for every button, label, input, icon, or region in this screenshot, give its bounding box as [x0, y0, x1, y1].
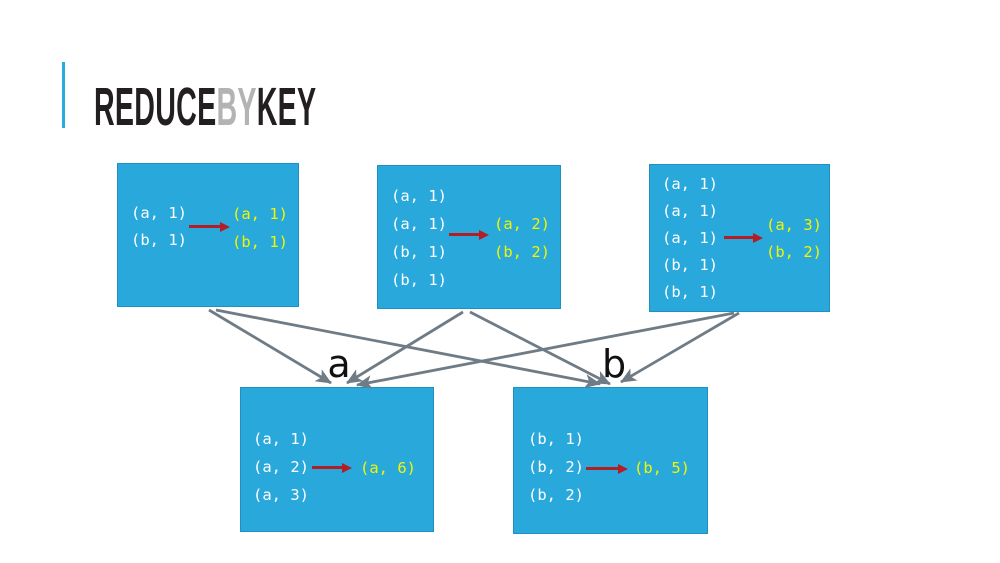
pair-text: (a, 1): [391, 215, 447, 233]
pair-text: (b, 2): [528, 458, 584, 476]
key-label-b: b: [601, 342, 627, 386]
input-partition-1: (a, 1) (b, 1) (a, 1) (b, 1): [117, 163, 299, 307]
pair-text: (a, 1): [662, 175, 718, 193]
pair-text: (b, 1): [391, 271, 447, 289]
shuffle-arrow-p1-b: [215, 308, 601, 389]
reduce-arrow-icon: [449, 233, 479, 236]
result-text: (b, 5): [634, 459, 690, 477]
result-text: (a, 3): [766, 216, 822, 234]
title-segment-by: BY: [216, 77, 257, 137]
shuffle-arrow-p2-b: [469, 310, 611, 386]
reduce-arrow-icon: [724, 236, 753, 239]
input-partition-2: (a, 1) (a, 1) (b, 1) (b, 1) (a, 2) (b, 2…: [377, 165, 561, 309]
pair-text: (a, 2): [253, 458, 309, 476]
reduce-arrow-icon: [586, 467, 618, 470]
pair-text: (a, 3): [253, 486, 309, 504]
input-partition-3: (a, 1) (a, 1) (a, 1) (b, 1) (b, 1) (a, 3…: [649, 164, 830, 312]
key-label-a: a: [327, 342, 351, 386]
pair-text: (b, 1): [131, 231, 187, 249]
page-title: REDUCEBYKEY: [94, 80, 316, 134]
result-text: (a, 1): [232, 205, 288, 223]
shuffle-arrow-p3-b: [620, 311, 740, 384]
result-text: (b, 1): [232, 233, 288, 251]
result-text: (a, 2): [494, 215, 550, 233]
pair-text: (b, 1): [662, 283, 718, 301]
title-accent-bar: [62, 62, 65, 128]
title-segment-key: KEY: [256, 77, 317, 137]
output-partition-a: (a, 1) (a, 2) (a, 3) (a, 6): [240, 387, 434, 532]
pair-text: (a, 1): [253, 430, 309, 448]
pair-text: (a, 1): [662, 229, 718, 247]
pair-text: (b, 1): [528, 430, 584, 448]
shuffle-arrow-p2-a: [346, 310, 464, 385]
pair-text: (a, 1): [662, 202, 718, 220]
pair-text: (b, 2): [528, 486, 584, 504]
shuffle-arrow-p3-a: [356, 311, 735, 390]
shuffle-arrow-p1-a: [208, 308, 332, 385]
pair-text: (b, 1): [391, 243, 447, 261]
result-text: (a, 6): [360, 459, 416, 477]
result-text: (b, 2): [766, 243, 822, 261]
pair-text: (b, 1): [662, 256, 718, 274]
title-segment-reduce: REDUCE: [94, 77, 217, 137]
pair-text: (a, 1): [131, 204, 187, 222]
reduce-arrow-icon: [312, 466, 342, 469]
result-text: (b, 2): [494, 243, 550, 261]
pair-text: (a, 1): [391, 187, 447, 205]
output-partition-b: (b, 1) (b, 2) (b, 2) (b, 5): [513, 387, 708, 534]
reduce-arrow-icon: [189, 225, 220, 228]
